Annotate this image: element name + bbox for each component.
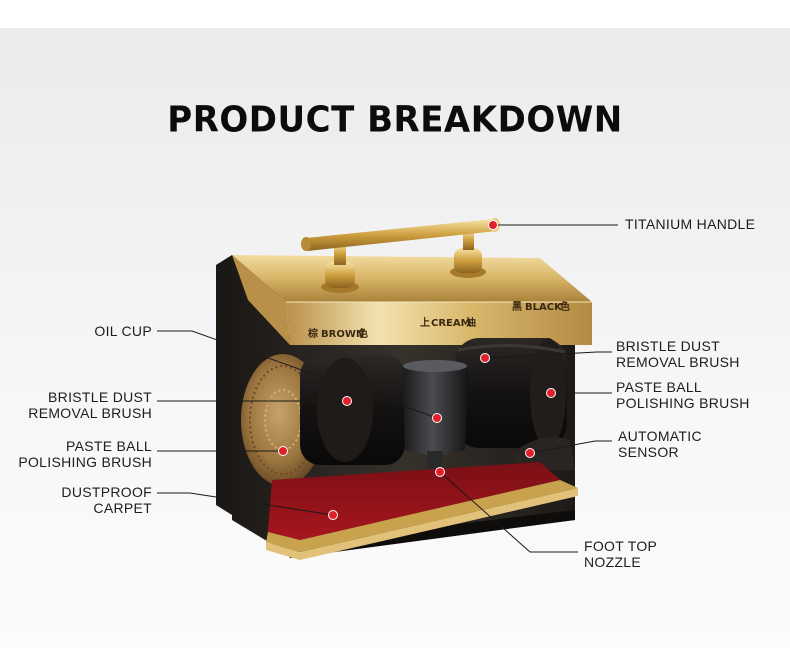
- label-bristle-brush-left: BRISTLE DUST REMOVAL BRUSH: [28, 389, 152, 421]
- label-foot-top-nozzle: FOOT TOP NOZZLE: [584, 538, 658, 570]
- sensor-bay: [510, 437, 575, 470]
- svg-text:色: 色: [560, 300, 570, 313]
- gold-top-cover: [232, 255, 592, 345]
- svg-text:BROWN: BROWN: [321, 329, 364, 340]
- label-paste-brush-right: PASTE BALL POLISHING BRUSH: [616, 379, 750, 411]
- titanium-handle: [301, 218, 500, 293]
- svg-text:CREAM: CREAM: [431, 318, 471, 329]
- svg-text:油: 油: [466, 316, 476, 329]
- dustproof-carpet: [266, 462, 578, 560]
- label-paste-brush-left: PASTE BALL POLISHING BRUSH: [18, 438, 152, 470]
- svg-text:棕: 棕: [307, 327, 318, 340]
- left-black-brush: [300, 355, 405, 465]
- svg-text:色: 色: [358, 327, 368, 340]
- label-automatic-sensor: AUTOMATIC SENSOR: [618, 428, 702, 460]
- page-title: PRODUCT BREAKDOWN: [167, 99, 623, 141]
- label-bristle-brush-right: BRISTLE DUST REMOVAL BRUSH: [616, 338, 740, 370]
- svg-text:上: 上: [420, 316, 430, 329]
- lid-markings: 棕 BROWN 色 上 CREAM 油 黑 BLACK 色: [307, 300, 570, 340]
- svg-text:BLACK: BLACK: [525, 302, 563, 313]
- label-titanium-handle: TITANIUM HANDLE: [625, 216, 756, 232]
- leader-lines: [157, 224, 618, 553]
- svg-text:黑: 黑: [512, 301, 522, 313]
- callout-dots: [278, 220, 556, 520]
- label-oil-cup: OIL CUP: [94, 323, 152, 339]
- oil-cup: [403, 360, 468, 469]
- label-dustproof-carpet: DUSTPROOF CARPET: [61, 484, 152, 516]
